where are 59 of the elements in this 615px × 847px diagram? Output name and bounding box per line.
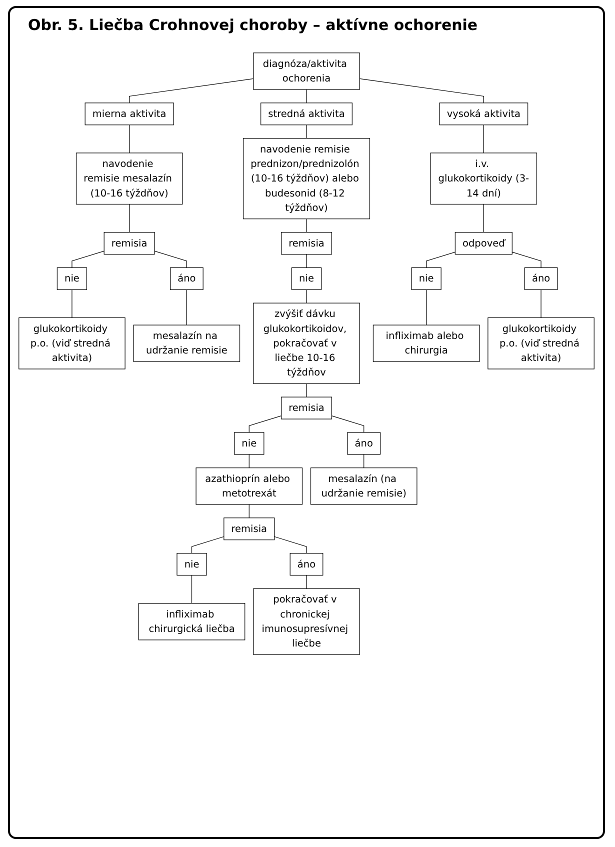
node-box	[454, 232, 512, 255]
node-box	[411, 267, 442, 290]
node-box	[372, 324, 480, 362]
node-box	[280, 396, 332, 420]
node-box	[290, 552, 324, 576]
connector	[540, 289, 542, 318]
connector	[191, 536, 224, 554]
connector	[306, 124, 307, 139]
node-box	[170, 267, 204, 290]
connector	[129, 204, 130, 233]
node-box	[224, 518, 275, 540]
node-box	[138, 603, 246, 640]
node-box	[310, 468, 418, 505]
node-box	[234, 432, 264, 455]
node-box	[196, 468, 303, 505]
connector	[426, 289, 427, 326]
node-box	[439, 102, 528, 126]
connector	[306, 574, 307, 589]
node-box	[18, 317, 126, 370]
connector	[331, 416, 364, 433]
connector	[191, 574, 192, 604]
connector	[274, 536, 307, 554]
node-box	[291, 267, 322, 290]
connector	[154, 250, 187, 268]
connector	[129, 78, 254, 104]
connector	[129, 124, 130, 154]
node-box	[76, 152, 183, 205]
node-box	[133, 324, 240, 362]
node-box	[524, 267, 558, 290]
connector	[359, 78, 484, 104]
connector	[306, 89, 307, 104]
diagram-title: Obr. 5. Liečba Crohnovej choroby – aktívne ochorenie	[28, 16, 478, 34]
connector	[306, 254, 307, 268]
node-box	[253, 52, 360, 90]
connector	[72, 250, 104, 268]
node-box	[488, 317, 594, 370]
node-box	[253, 302, 360, 384]
connector	[512, 252, 542, 268]
connector	[248, 416, 282, 433]
node-box	[430, 152, 538, 205]
node-box	[280, 232, 332, 255]
connector	[483, 204, 484, 233]
node-box	[104, 232, 155, 255]
connector	[306, 289, 307, 304]
frame-border: Obr. 5. Liečba Crohnovej choroby – aktívne ochorenie diagnóza/aktivita ochorenia mierna aktivita stredná aktivita vysoká aktivita navodenie remisie mesalazín (10-16 týždňov) navodenie remisie prednizon/prednizolón (10-16 týždňov) alebo budesonid (8-12 týždňov) i.v. glukokortikoidy (3-14 dní) remisia remisia odpoveď nie áno nie nie áno glukokortikoidy p.o. (viď stredná aktivita) mesalazín na udržanie remisie zvýšiť dávku glukokortikoidov, pokračovať v liečbe 10-16 týždňov infliximab alebo chirurgia glukokortikoidy p.o. (viď stredná aktivita) remisia nie áno azathioprín alebo metotrexát mesalazín (na udržanie remisie) remisia nie áno infliximab chirurgická liečba pokračovať v chronickej imunosupresívnej liečbe	[8, 6, 605, 839]
node-box	[260, 102, 352, 126]
node-box	[56, 267, 88, 290]
node-box	[242, 138, 370, 220]
connector	[306, 218, 307, 233]
node-box	[84, 102, 174, 126]
node-box	[347, 432, 381, 455]
connector	[306, 383, 307, 398]
connector	[248, 454, 250, 468]
node-box	[253, 588, 360, 655]
connector	[483, 124, 484, 154]
connector	[248, 504, 250, 518]
node-box	[176, 552, 207, 576]
connector	[186, 289, 187, 326]
connector	[426, 252, 456, 268]
